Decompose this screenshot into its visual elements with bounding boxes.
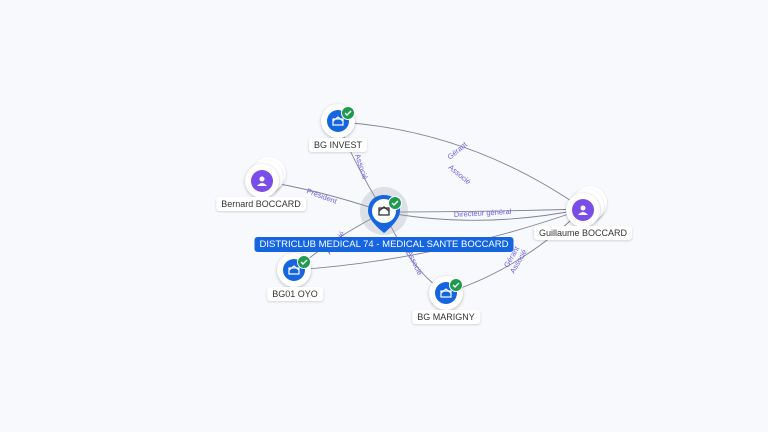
node-label[interactable]: Guillaume BOCCARD	[533, 226, 633, 240]
verified-icon	[388, 196, 402, 210]
person-icon	[572, 199, 594, 221]
node-label[interactable]: BG01 OYO	[267, 287, 323, 301]
main-node-label[interactable]: DISTRICLUB MEDICAL 74 - MEDICAL SANTE BO…	[254, 237, 514, 252]
edge-bginvest-guillaume	[337, 121, 584, 210]
edge-main-guillaume	[383, 208, 584, 213]
person-icon	[251, 170, 273, 192]
verified-icon	[449, 278, 463, 292]
edge-label: Président	[305, 186, 339, 206]
node-label[interactable]: Bernard BOCCARD	[216, 197, 306, 211]
edge-main-guillaume-2	[383, 208, 584, 221]
edge-bgmarigny-guillaume	[445, 208, 584, 294]
edge-label: Associé	[447, 163, 473, 187]
edge-label: Associé	[353, 153, 370, 181]
verified-icon	[341, 106, 355, 120]
verified-icon	[297, 255, 311, 269]
node-label[interactable]: BG MARIGNY	[412, 310, 480, 324]
node-label[interactable]: BG INVEST	[308, 138, 368, 152]
edge-label: Directeur général	[454, 207, 512, 219]
